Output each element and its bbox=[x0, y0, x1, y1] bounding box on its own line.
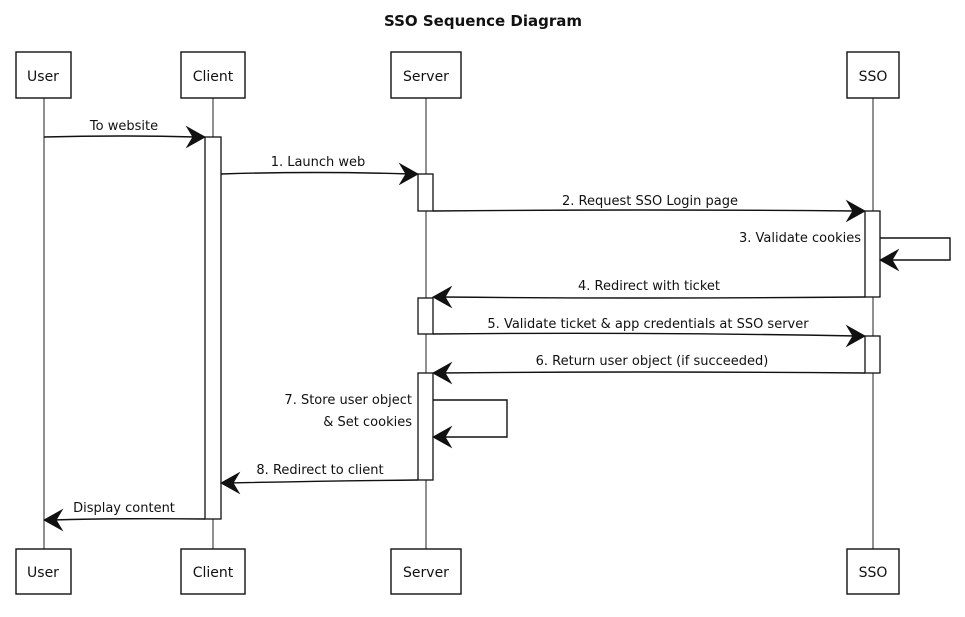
activation-server-3 bbox=[417, 372, 434, 481]
activation-server-2 bbox=[417, 297, 434, 335]
participant-server-top: Server bbox=[390, 51, 462, 99]
participant-label: Client bbox=[193, 565, 234, 581]
participant-label: SSO bbox=[859, 69, 888, 85]
arrowhead-icon bbox=[398, 162, 420, 186]
diagram-title: SSO Sequence Diagram bbox=[384, 12, 582, 30]
participant-client-bottom: Client bbox=[180, 548, 246, 595]
message-launch-web: 1. Launch web bbox=[220, 155, 420, 186]
participant-label: SSO bbox=[859, 565, 888, 581]
arrowhead-icon bbox=[845, 324, 867, 348]
participant-user-bottom: User bbox=[15, 548, 72, 595]
svg-text:1. Launch web: 1. Launch web bbox=[271, 155, 366, 170]
activation-server-1 bbox=[417, 173, 434, 212]
arrowhead-icon bbox=[431, 361, 453, 385]
svg-text:3. Validate cookies: 3. Validate cookies bbox=[739, 231, 861, 246]
participant-user-top: User bbox=[15, 51, 72, 99]
participant-server-bottom: Server bbox=[390, 548, 462, 595]
svg-text:To website: To website bbox=[89, 119, 158, 134]
message-to-website: To website bbox=[43, 119, 207, 149]
participant-sso-top: SSO bbox=[846, 51, 900, 99]
arrowhead-icon bbox=[845, 199, 867, 223]
arrowhead-icon bbox=[185, 125, 207, 149]
activation-sso-2 bbox=[864, 335, 881, 374]
participant-sso-bottom: SSO bbox=[846, 548, 900, 595]
svg-text:Display content: Display content bbox=[73, 501, 175, 516]
message-redirect-to-client: 8. Redirect to client bbox=[219, 463, 419, 495]
participant-label: Server bbox=[403, 565, 449, 581]
svg-text:8. Redirect to client: 8. Redirect to client bbox=[256, 463, 383, 478]
arrowhead-icon bbox=[219, 471, 241, 495]
arrowhead-icon bbox=[431, 285, 453, 309]
svg-text:4. Redirect with ticket: 4. Redirect with ticket bbox=[578, 279, 720, 294]
participant-label: User bbox=[27, 565, 59, 581]
message-request-sso-login: 2. Request SSO Login page bbox=[432, 194, 867, 223]
message-validate-cookies: 3. Validate cookies bbox=[739, 231, 951, 272]
svg-text:6. Return user object (if succ: 6. Return user object (if succeeded) bbox=[536, 354, 769, 369]
participant-label: Client bbox=[193, 69, 234, 85]
activation-client bbox=[204, 136, 222, 520]
message-store-user-object: 7. Store user object & Set cookies bbox=[284, 393, 508, 449]
arrowhead-icon bbox=[878, 248, 900, 272]
svg-text:& Set cookies: & Set cookies bbox=[323, 415, 412, 430]
participant-client-top: Client bbox=[180, 51, 246, 99]
message-display-content: Display content bbox=[42, 501, 206, 532]
participant-label: Server bbox=[403, 69, 449, 85]
activation-sso-1 bbox=[864, 210, 881, 298]
svg-text:7. Store user object: 7. Store user object bbox=[284, 393, 412, 408]
arrowhead-icon bbox=[431, 425, 453, 449]
message-return-user-object: 6. Return user object (if succeeded) bbox=[431, 354, 866, 385]
arrowhead-icon bbox=[42, 508, 64, 532]
message-validate-ticket: 5. Validate ticket & app credentials at … bbox=[432, 317, 867, 348]
participant-label: User bbox=[27, 69, 59, 85]
svg-text:5. Validate ticket & app crede: 5. Validate ticket & app credentials at … bbox=[487, 317, 809, 332]
message-redirect-with-ticket: 4. Redirect with ticket bbox=[431, 279, 866, 309]
svg-text:2. Request SSO Login page: 2. Request SSO Login page bbox=[562, 194, 738, 209]
